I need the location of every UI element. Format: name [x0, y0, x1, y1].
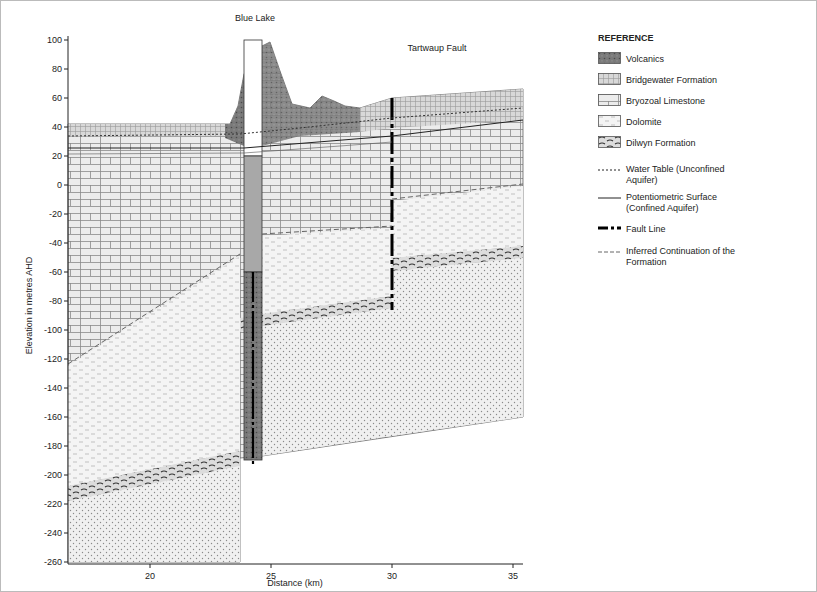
legend-text: Potentiometric Surface (Confined Aquifer… — [626, 192, 738, 214]
y-tick-label: 100 — [47, 35, 62, 46]
axis-title: Elevation in metres AHD — [25, 256, 36, 354]
legend-sample — [598, 115, 622, 129]
legend-sample — [598, 246, 622, 260]
y-tick-label: -60 — [49, 267, 62, 278]
legend-text: Inferred Continuation of the Formation — [626, 246, 738, 268]
y-tick-label: 80 — [52, 64, 62, 75]
legend-text: Bridgewater Formation — [626, 75, 738, 86]
y-tick-label: 60 — [52, 93, 62, 104]
legend-sample — [598, 73, 622, 87]
y-tick-label: 40 — [52, 122, 62, 133]
legend-text: Dolomite — [626, 117, 738, 128]
y-tick-label: -80 — [49, 296, 62, 307]
y-tick-label: -160 — [44, 412, 62, 423]
y-tick-label: -20 — [49, 209, 62, 220]
y-tick-label: 20 — [52, 151, 62, 162]
legend-text: Bryozoal Limestone — [626, 96, 738, 107]
legend-text: Volcanics — [626, 54, 738, 65]
legend-sample — [598, 136, 622, 150]
x-tick-label: 35 — [508, 571, 518, 582]
y-tick-label: -200 — [44, 470, 62, 481]
legend-text: Dilwyn Formation — [626, 138, 738, 149]
y-tick-label: -260 — [44, 557, 62, 568]
y-tick-label: -240 — [44, 528, 62, 539]
legend-text: Fault Line — [626, 224, 738, 235]
y-tick-label: -40 — [49, 238, 62, 249]
y-tick-label: -220 — [44, 499, 62, 510]
y-tick-label: -120 — [44, 354, 62, 365]
feature-label: Tartwaup Fault — [407, 43, 466, 54]
feature-label: Blue Lake — [235, 13, 275, 24]
x-tick-label: 20 — [145, 571, 155, 582]
legend-sample — [598, 52, 622, 66]
legend-text: Water Table (Unconfined Aquifer) — [626, 164, 738, 186]
legend-heading: REFERENCE — [598, 33, 654, 44]
y-tick-label: -140 — [44, 383, 62, 394]
y-tick-label: 0 — [57, 180, 62, 191]
legend-sample — [598, 222, 622, 236]
x-tick-label: 30 — [387, 571, 397, 582]
legend-sample — [598, 192, 622, 206]
legend-sample — [598, 94, 622, 108]
x-tick-label: 25 — [266, 571, 276, 582]
y-tick-label: -100 — [44, 325, 62, 336]
legend-sample — [598, 164, 622, 178]
y-tick-label: -180 — [44, 441, 62, 452]
